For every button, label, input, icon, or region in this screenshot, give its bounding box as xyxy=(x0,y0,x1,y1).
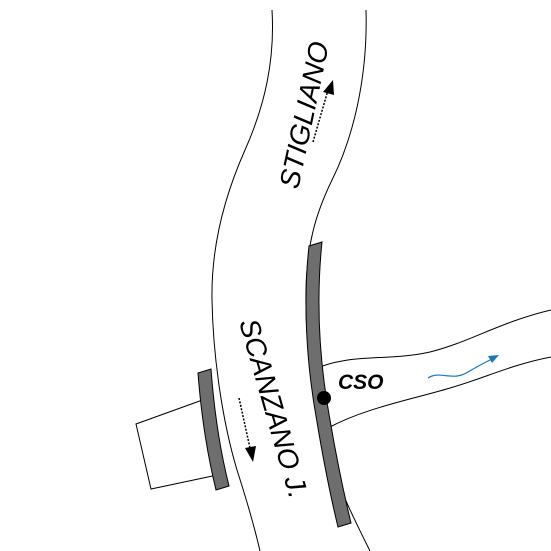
cso-point-icon xyxy=(317,391,331,405)
bank-wall-right xyxy=(305,241,352,528)
cso-channel xyxy=(310,310,551,428)
north-direction-arrow-icon xyxy=(312,80,334,143)
road-edge-left xyxy=(211,9,273,551)
cso-channel-edge-bottom xyxy=(327,356,551,429)
main-road xyxy=(211,10,370,551)
side-structure xyxy=(135,397,223,490)
cso-channel-edge-top xyxy=(309,309,551,372)
south-direction-arrow-icon xyxy=(238,397,256,462)
bank-wall-left xyxy=(197,368,230,491)
flow-direction-arrow-icon xyxy=(427,355,499,379)
cso-label: CSO xyxy=(338,371,384,394)
